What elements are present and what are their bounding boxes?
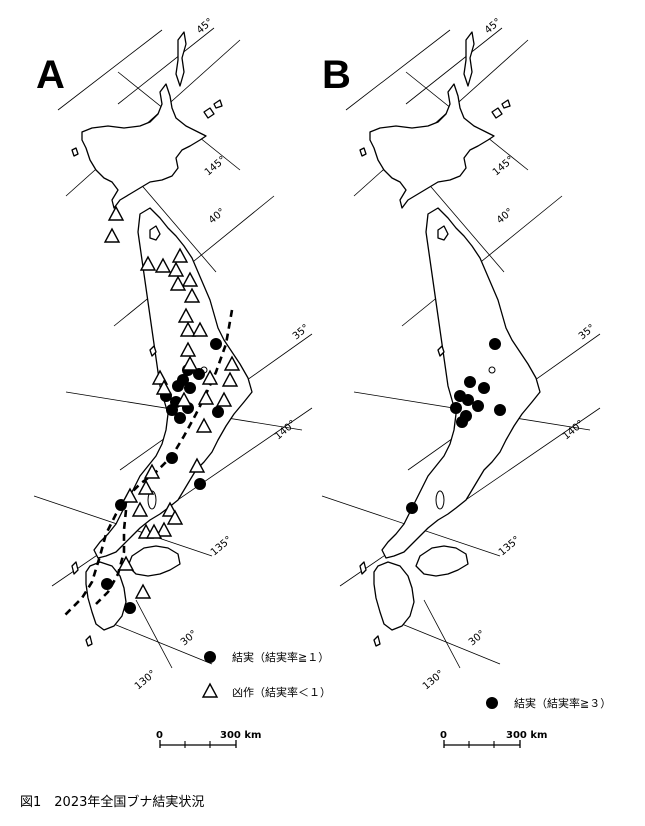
b-fruiting-site-1: [489, 338, 501, 350]
grid-label-45: 45°: [195, 16, 216, 36]
a-poor-crop-site-17: [201, 369, 219, 385]
a-poor-crop-site-20: [175, 391, 193, 407]
a-poor-crop-site-8: [169, 275, 187, 291]
a-poor-crop-site-7: [181, 271, 199, 287]
legend-fruiting-label: 結実（結実率≧１）: [232, 650, 329, 664]
panel-b: B 45° 145° 40° 35° 140° 135° 30° 130° 結実…: [321, 16, 611, 748]
panel-a-letter: A: [36, 53, 65, 97]
a-poor-crop-site-18: [221, 371, 239, 387]
a-poor-crop-site-22: [215, 391, 233, 407]
a-fruiting-site-10: [166, 404, 178, 416]
grid-label-40: 40°: [207, 206, 228, 226]
a-poor-crop-site-2: [103, 227, 121, 243]
a-poor-crop-site-15: [223, 355, 241, 371]
scale-end-label: 300 km: [220, 730, 261, 741]
a-poor-crop-site-13: [179, 341, 197, 357]
grid-label-30: 30°: [179, 628, 200, 648]
a-fruiting-site-6: [184, 382, 196, 394]
scale-bar-b: 0 300 km: [440, 730, 547, 748]
a-fruiting-site-14: [194, 478, 206, 490]
a-poor-crop-site-31: [155, 521, 173, 537]
a-poor-crop-site-33: [145, 523, 163, 539]
a-poor-crop-site-26: [137, 479, 155, 495]
b-fruiting-site-8: [450, 402, 462, 414]
scale-zero-label: 0: [156, 730, 163, 741]
a-poor-crop-site-25: [143, 463, 161, 479]
a-poor-crop-site-12: [191, 321, 209, 337]
scale-bar-a: 0 300 km: [156, 730, 261, 748]
a-poor-crop-site-30: [166, 509, 184, 525]
a-poor-crop-site-3: [139, 255, 157, 271]
a-fruiting-site-11: [174, 412, 186, 424]
a-fruiting-site-5: [172, 380, 184, 392]
a-poor-crop-site-14: [181, 355, 199, 371]
a-fruiting-site-16: [101, 578, 113, 590]
a-poor-crop-site-24: [188, 457, 206, 473]
a-poor-crop-site-21: [197, 389, 215, 405]
a-poor-crop-site-27: [121, 487, 139, 503]
b-fruiting-site-3: [478, 382, 490, 394]
legend-b-dot-marker: [486, 697, 498, 709]
grid-label-b-35: 35°: [577, 322, 598, 342]
a-fruiting-site-13: [166, 452, 178, 464]
a-fruiting-site-1: [210, 338, 222, 350]
grid-label-140: 140°: [273, 418, 299, 442]
grid-label-b-40: 40°: [495, 206, 516, 226]
grid-label-b-135: 135°: [497, 534, 523, 558]
scale-b-end-label: 300 km: [506, 730, 547, 741]
panel-b-letter: B: [322, 53, 351, 97]
a-poor-crop-site-35: [134, 583, 152, 599]
legend-dot-marker: [204, 651, 216, 663]
legend-poor-crop-label: 凶作（結実率＜１）: [232, 685, 331, 699]
grid-label-b-45: 45°: [483, 16, 504, 36]
b-fruiting-site-10: [456, 416, 468, 428]
grid-label-35: 35°: [291, 322, 312, 342]
a-poor-crop-site-5: [171, 247, 189, 263]
b-fruiting-site-11: [406, 502, 418, 514]
legend-triangle-marker: [201, 682, 219, 698]
figure-caption: 図1 2023年全国ブナ結実状況: [20, 794, 204, 810]
a-fruiting-site-17: [124, 602, 136, 614]
grid-label-b-130: 130°: [421, 668, 447, 692]
b-fruiting-site-2: [464, 376, 476, 388]
a-poor-crop-site-1: [107, 205, 125, 221]
grid-label-130: 130°: [133, 668, 159, 692]
legend-b-fruiting-label: 結実（結実率≧３）: [514, 696, 611, 710]
a-poor-crop-site-34: [117, 555, 135, 571]
a-poor-crop-site-6: [167, 261, 185, 277]
grid-label-b-30: 30°: [467, 628, 488, 648]
boundary-line-branch: [95, 509, 128, 605]
b-fruiting-site-7: [494, 404, 506, 416]
b-fruiting-site-5: [462, 394, 474, 406]
markers-b: [406, 338, 506, 514]
a-fruiting-site-3: [193, 368, 205, 380]
a-poor-crop-site-11: [179, 321, 197, 337]
panel-a: A 45° 145° 40° 35° 140° 135° 30° 130° 結実…: [33, 16, 331, 748]
markers-a: [101, 205, 241, 614]
a-poor-crop-site-23: [195, 417, 213, 433]
a-poor-crop-site-19: [155, 379, 173, 395]
grid-label-b-140: 140°: [561, 418, 587, 442]
a-poor-crop-site-9: [183, 287, 201, 303]
a-poor-crop-site-28: [131, 501, 149, 517]
a-poor-crop-site-4: [154, 257, 172, 273]
a-fruiting-site-12: [212, 406, 224, 418]
grid-label-135: 135°: [209, 534, 235, 558]
b-fruiting-site-6: [472, 400, 484, 412]
scale-b-zero-label: 0: [440, 730, 447, 741]
a-poor-crop-site-10: [177, 307, 195, 323]
